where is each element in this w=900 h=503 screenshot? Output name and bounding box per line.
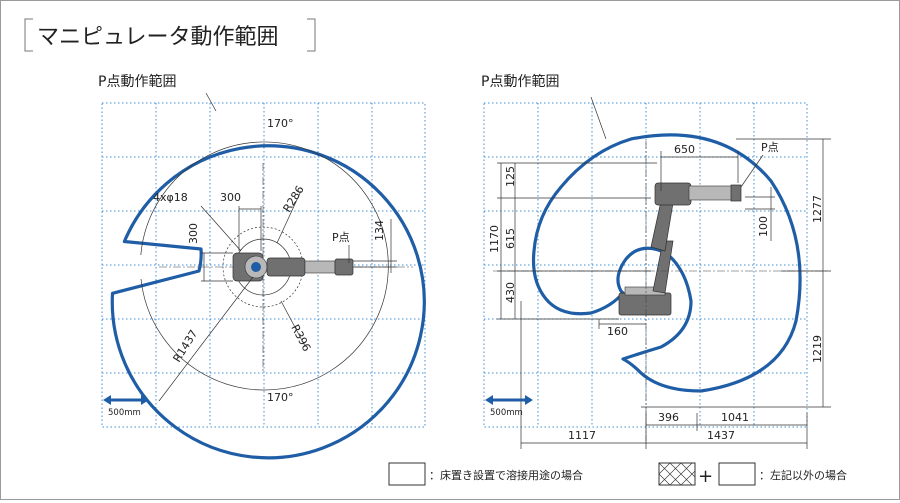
- side-right-dim-lines: [641, 138, 831, 408]
- legend-empty-box: [388, 462, 426, 486]
- side-dim-1437: 1437: [707, 429, 735, 442]
- side-dim-100-line: [745, 187, 775, 241]
- top-r1437-leader: [158, 276, 254, 402]
- side-dim-1117: 1117: [568, 429, 596, 442]
- side-dim-160: 160: [607, 325, 628, 338]
- page-title: マニピュレータ動作範囲: [37, 25, 279, 50]
- side-view: P点動作範囲 650 P点 125 1170 615 430 100: [481, 73, 831, 449]
- side-dim-650: 650: [674, 143, 695, 156]
- legend-empty-box-2: [718, 462, 756, 486]
- legend: ：床置き設置で溶接用途の場合 + ：左記以外の場合: [388, 462, 847, 487]
- top-angle-top: 170°: [267, 117, 294, 130]
- side-dim-1041: 1041: [721, 411, 749, 424]
- side-reach-envelope: [531, 133, 802, 393]
- top-hole-leader: [200, 205, 242, 252]
- top-section-leader: [205, 92, 217, 112]
- top-view-grid: [101, 102, 426, 428]
- legend-hatched-box: [658, 462, 696, 486]
- side-dim-125: 125: [504, 166, 517, 187]
- top-view: P点動作範囲 170° 170° 4xφ18 300 300: [98, 73, 426, 460]
- side-dim-160-line: [598, 319, 646, 329]
- side-dim-1219: 1219: [811, 335, 824, 363]
- top-dim-300-v: 300: [187, 223, 200, 244]
- top-r396-leader: [280, 300, 306, 347]
- top-angle-bottom: 170°: [267, 391, 294, 404]
- top-dim-300-v-line: [201, 252, 233, 282]
- side-section-leader: [590, 96, 607, 140]
- side-dim-650-line: [660, 151, 739, 191]
- top-dim-134-line: [353, 219, 397, 273]
- side-bottom-dim-lines: [520, 301, 808, 449]
- side-point-label: P点: [761, 141, 779, 154]
- side-section-label: P点動作範囲: [481, 73, 559, 90]
- top-r286-leader: [276, 190, 302, 244]
- top-angle-arc: [140, 141, 389, 391]
- side-dim-100: 100: [757, 216, 770, 237]
- side-dim-615: 615: [504, 228, 517, 249]
- side-scale-label: 500mm: [490, 408, 523, 418]
- side-dim-1170: 1170: [488, 225, 501, 253]
- side-dim-396: 396: [658, 411, 679, 424]
- top-dim-134: 134: [373, 220, 386, 241]
- top-dim-300-h-line: [238, 206, 262, 251]
- side-scale-arrow: [485, 395, 533, 405]
- top-point-label: P点: [332, 231, 350, 244]
- top-reach-envelope: [110, 144, 426, 460]
- top-hole-label: 4xφ18: [153, 191, 188, 204]
- top-scale-arrow: [103, 395, 149, 405]
- top-robot-base: [232, 252, 354, 282]
- top-radius-1437: R1437: [171, 327, 201, 364]
- side-robot: [618, 182, 742, 316]
- side-left-dim-lines: [497, 162, 657, 320]
- legend-plus: +: [698, 466, 713, 487]
- legend-floor-text: ：床置き設置で溶接用途の場合: [429, 468, 583, 482]
- side-dim-430: 430: [504, 282, 517, 303]
- top-scale-label: 500mm: [108, 408, 141, 418]
- top-radius-286: R286: [281, 183, 307, 214]
- legend-other-text: ：左記以外の場合: [759, 468, 847, 482]
- top-dim-300-h: 300: [220, 191, 241, 204]
- side-dim-1277: 1277: [811, 195, 824, 223]
- top-section-label: P点動作範囲: [98, 73, 176, 90]
- title-bracket: [24, 18, 316, 52]
- side-point-leader: [740, 154, 764, 188]
